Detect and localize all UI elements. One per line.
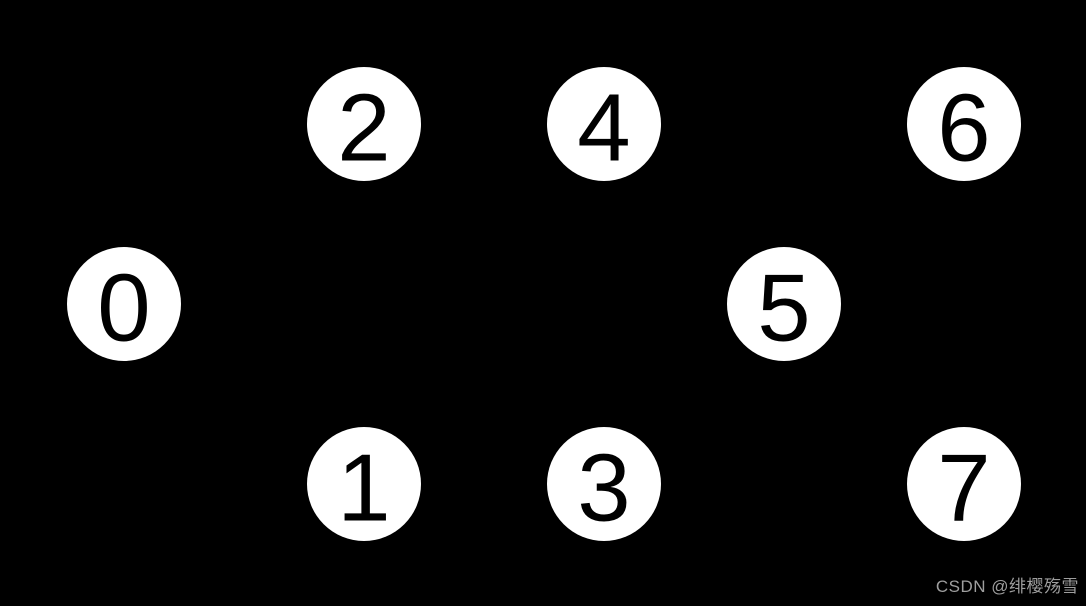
- graph-node-label: 4: [577, 74, 631, 182]
- graph-node-label: 3: [577, 434, 631, 542]
- graph-node-label: 5: [757, 254, 811, 362]
- graph-node-label: 2: [337, 74, 391, 182]
- graph-node-4: 4: [547, 67, 661, 181]
- graph-node-5: 5: [727, 247, 841, 361]
- graph-node-2: 2: [307, 67, 421, 181]
- graph-node-7: 7: [907, 427, 1021, 541]
- graph-node-1: 1: [307, 427, 421, 541]
- graph-node-3: 3: [547, 427, 661, 541]
- graph-node-6: 6: [907, 67, 1021, 181]
- graph-node-label: 6: [937, 74, 991, 182]
- graph-node-0: 0: [67, 247, 181, 361]
- watermark-text: CSDN @绯樱殇雪: [935, 577, 1079, 597]
- graph-node-label: 7: [937, 434, 991, 542]
- graph-node-label: 0: [97, 254, 151, 362]
- graph-node-label: 1: [337, 434, 391, 542]
